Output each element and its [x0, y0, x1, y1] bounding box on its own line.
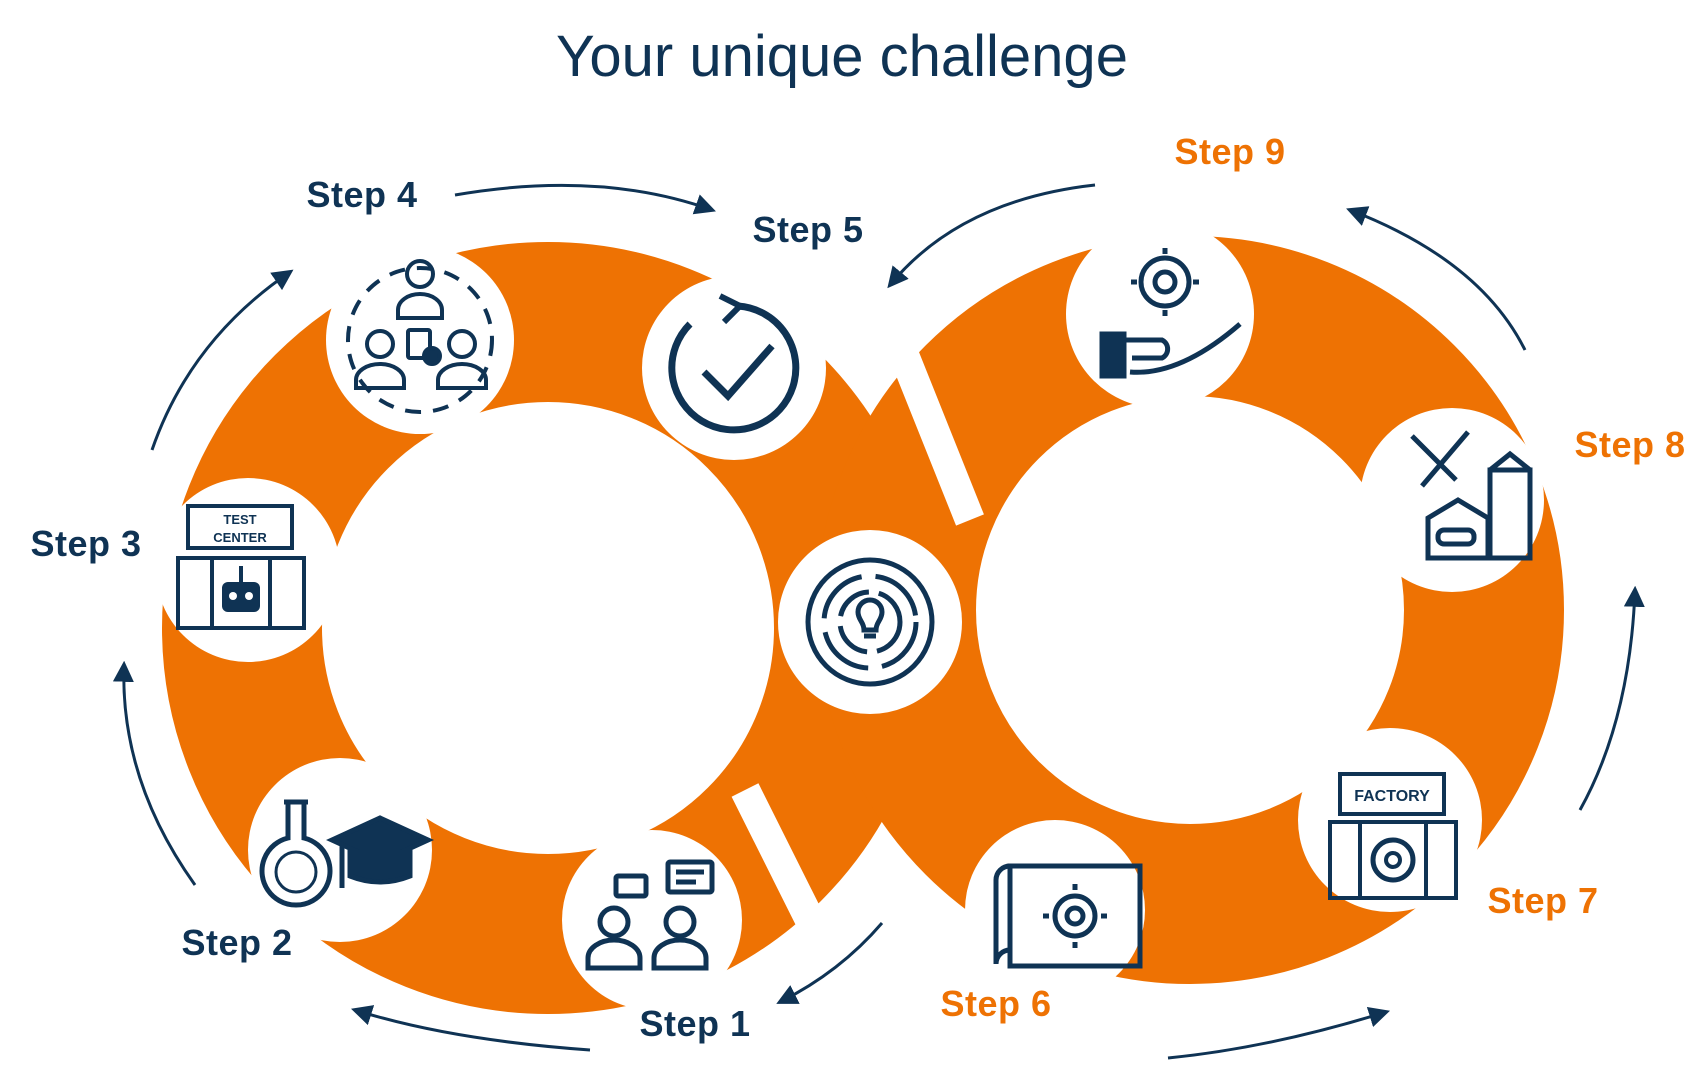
- step-5-label: Step 5: [752, 209, 863, 250]
- discussion-people-icon: [585, 859, 715, 971]
- step-1-node: [562, 830, 742, 1010]
- lightbulb-maze-icon: [805, 557, 935, 687]
- arrow-step3-to-step4: [150, 269, 294, 451]
- test-center-label-line2: CENTER: [213, 530, 267, 545]
- flask-graduation-icon: [259, 799, 435, 908]
- arrow-step4-to-step5: [454, 183, 716, 215]
- arrow-step7-to-step8: [1578, 585, 1645, 811]
- refresh-check-icon: [668, 293, 800, 434]
- test-center-label-line1: TEST: [223, 512, 256, 527]
- team-clipboard-icon: [346, 259, 494, 414]
- factory-label: FACTORY: [1354, 788, 1430, 805]
- step-7-label: Step 7: [1487, 880, 1598, 921]
- arrow-center-to-step1: [776, 922, 884, 1004]
- arrow-step2-to-step3: [112, 660, 197, 886]
- flow-arrows: [112, 183, 1645, 1060]
- arrow-step9-to-center: [887, 183, 1096, 289]
- step-6-node: [965, 820, 1145, 1000]
- arrow-step1-to-step2: [350, 1005, 591, 1052]
- ring-gaps: [731, 294, 984, 927]
- tools-buildings-icon: [1410, 430, 1533, 561]
- step-2-label: Step 2: [181, 922, 292, 963]
- page-title: Your unique challenge: [556, 24, 1128, 89]
- test-center-robot-icon: TEST CENTER: [176, 504, 306, 630]
- step-5-node: [642, 276, 826, 460]
- step-3-label: Step 3: [30, 523, 141, 564]
- arrow-step6-to-step7: [1167, 1006, 1391, 1060]
- step-2-node: [248, 758, 435, 942]
- factory-gear-icon: FACTORY: [1328, 772, 1458, 900]
- hand-gear-icon: [1099, 248, 1242, 379]
- step-9-label: Step 9: [1174, 131, 1285, 172]
- step-4-label: Step 4: [306, 174, 417, 215]
- blueprint-gear-icon: [993, 863, 1143, 969]
- step-7-node: FACTORY: [1298, 728, 1482, 912]
- step-1-label: Step 1: [639, 1003, 750, 1044]
- step-8-label: Step 8: [1574, 424, 1685, 465]
- step-8-node: [1360, 408, 1544, 592]
- arrow-step8-to-step9: [1346, 206, 1527, 351]
- step-4-node: [326, 246, 514, 434]
- step-9-node: [1066, 220, 1254, 408]
- step-6-label: Step 6: [940, 983, 1051, 1024]
- center-node: [778, 530, 962, 714]
- step-3-node: TEST CENTER: [156, 478, 340, 662]
